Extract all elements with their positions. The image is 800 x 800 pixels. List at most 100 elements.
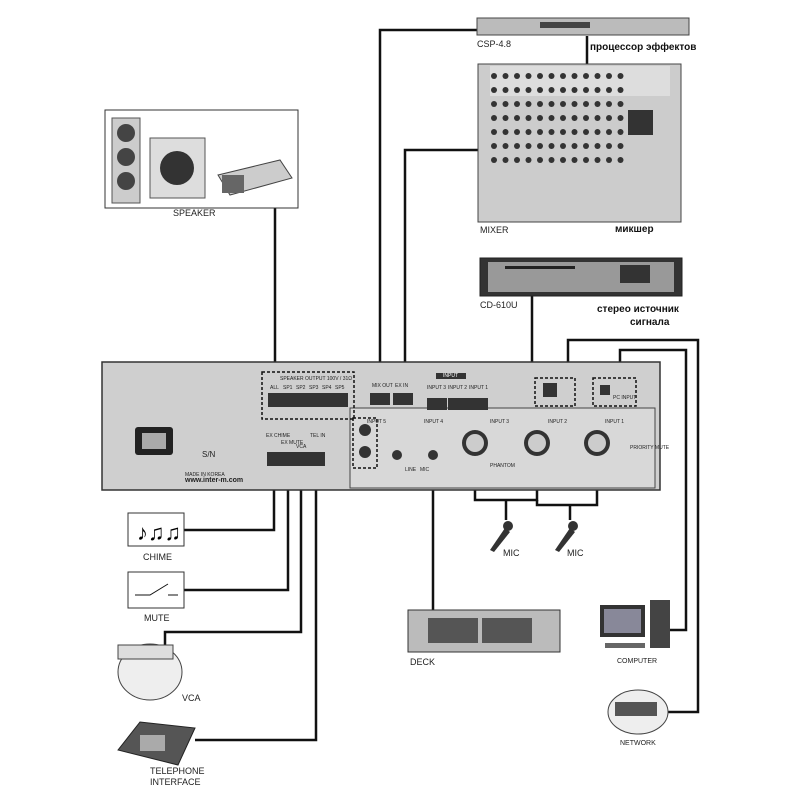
mixer-knob (571, 101, 578, 107)
amplifier-rear-panel (101, 361, 661, 491)
mixer-knob (583, 157, 589, 163)
tel-in-label: TEL IN (310, 433, 326, 439)
mixer-knob (594, 73, 601, 79)
telephone-label-1: TELEPHONE (150, 766, 205, 776)
mixer-knob (617, 143, 624, 149)
mixer-knob (594, 157, 601, 163)
mixer-knob (525, 129, 532, 135)
mixer-knob (548, 129, 555, 135)
mixer-knob (514, 143, 520, 149)
wire-mute (184, 466, 290, 592)
mute-box (127, 571, 185, 609)
chime-label: CHIME (143, 552, 172, 562)
mixer-knob (502, 115, 509, 121)
mixer-knob (571, 129, 578, 135)
mic-label-1: MIC (503, 548, 520, 558)
mixer-knob (514, 115, 520, 121)
bottom-input-3: INPUT 3 (490, 419, 510, 425)
mixer-knob (606, 129, 612, 135)
mixer-knob (617, 73, 624, 79)
cd-ru-label-1: стерео источник (597, 304, 679, 315)
bottom-input-4: INPUT 4 (424, 419, 444, 425)
mixer-knob (571, 115, 578, 121)
mixer-knob (525, 157, 532, 163)
mixer-knob (525, 101, 532, 107)
mixer-knob (548, 143, 555, 149)
mixer-knob (571, 143, 578, 149)
line-label: LINE (405, 467, 417, 473)
website-label: www.inter-m.com (185, 477, 244, 484)
chime-box (127, 512, 185, 547)
mixer-knob (502, 101, 509, 107)
wire-csp-mixout (378, 28, 477, 395)
mixer-knob (606, 73, 612, 79)
mixer-knob (617, 129, 624, 135)
speaker-output-label: SPEAKER OUTPUT 100V / 31Ω (280, 376, 353, 382)
wire-network (566, 338, 700, 714)
mix-out-label: MIX OUT (372, 383, 393, 389)
mixer-knob (537, 143, 543, 149)
computer (600, 600, 670, 648)
mixer-knob (560, 87, 566, 93)
top-input-1: INPUT 1 (469, 385, 489, 391)
mixer-knob (514, 87, 520, 93)
mixer-knob (537, 129, 543, 135)
mixer-knob (537, 115, 543, 121)
mixer-device (477, 63, 682, 223)
deck-device (407, 609, 561, 653)
mixer-knob (571, 87, 578, 93)
mixer-knob (583, 73, 589, 79)
mixer-knob (514, 73, 520, 79)
mixer-knob (502, 129, 509, 135)
telephone-label-2: INTERFACE (150, 777, 201, 787)
sp-term-4: SP4 (322, 385, 332, 391)
mixer-knob (560, 157, 566, 163)
mixer-ru-label: микшер (615, 224, 654, 235)
mixer-knob (548, 101, 555, 107)
mute-label: MUTE (144, 613, 170, 623)
mixer-knob (560, 115, 566, 121)
mixer-knob (514, 101, 520, 107)
mixer-knob (491, 143, 497, 149)
mixer-knob (491, 87, 497, 93)
mixer-label: MIXER (480, 225, 509, 235)
mixer-knob (594, 87, 601, 93)
mixer-knob (560, 129, 566, 135)
bottom-input-2: INPUT 2 (548, 419, 568, 425)
serial-label: S/N (202, 450, 216, 459)
telephone (117, 721, 196, 766)
mixer-knob (583, 87, 589, 93)
sp-term-3: SP3 (309, 385, 319, 391)
mixer-knob (617, 157, 624, 163)
mixer-knob (594, 129, 601, 135)
mixer-knob (606, 87, 612, 93)
mixer-knob (560, 101, 566, 107)
mic-label-2: MIC (567, 548, 584, 558)
network-switch (607, 689, 669, 735)
wire-mixer-exin (403, 148, 478, 395)
mic-switch-label: MIC (420, 467, 430, 473)
mixer-knob (525, 143, 532, 149)
mixer-knob (514, 129, 520, 135)
csp-label: CSP-4.8 (477, 39, 512, 49)
mixer-knob (502, 157, 509, 163)
bottom-input-1: INPUT 1 (605, 419, 625, 425)
mixer-knob (594, 101, 601, 107)
mixer-knob (617, 115, 624, 121)
ex-chime-label: EX CHIME (266, 433, 291, 439)
mixer-knob (606, 101, 612, 107)
pc-input-label: PC INPUT (613, 395, 637, 401)
mixer-knob (491, 101, 497, 107)
vca-knob (117, 643, 183, 701)
mixer-knob (606, 115, 612, 121)
mixer-knob (571, 73, 578, 79)
deck-label: DECK (410, 657, 436, 667)
mixer-knob (537, 87, 543, 93)
mixer-knob (594, 115, 601, 121)
cd-device (479, 257, 683, 297)
mixer-knob (537, 73, 543, 79)
mixer-knob (583, 143, 589, 149)
mixer-knob (617, 87, 624, 93)
